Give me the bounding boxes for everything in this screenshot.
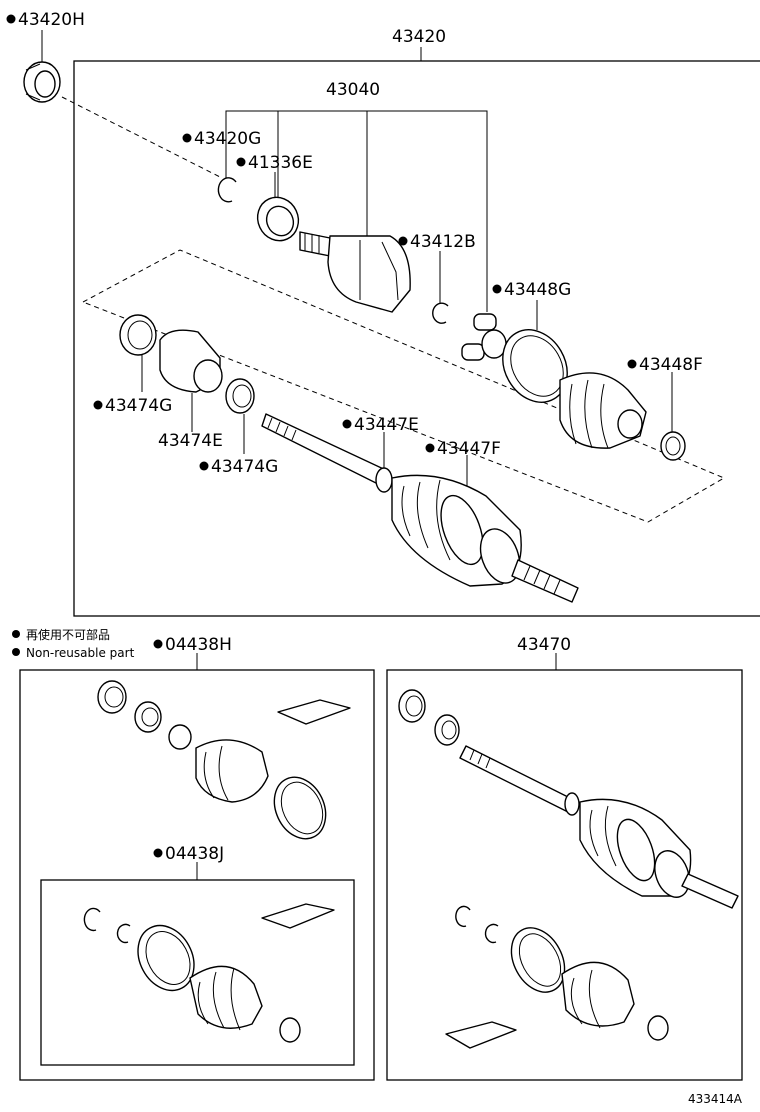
non-reusable-dot-icon [398,236,408,246]
label-43420G: 43420G [194,129,261,149]
label-43420H: 43420H [18,10,85,30]
assembly-43470-frame [386,669,743,1081]
non-reusable-dot-icon [236,157,246,167]
inboard-boot [559,372,647,449]
grease-pack-icon [277,699,351,725]
label-43470: 43470 [517,635,571,655]
kit-04438H-parts [97,680,351,840]
boot-kit-region [81,249,726,523]
label-43447F: 43447F [437,439,501,459]
damper-43474E [159,329,223,393]
clamp-43474G-b [225,378,255,414]
non-reusable-dot-icon [153,848,163,858]
label-43040: 43040 [326,80,380,100]
inboard-joint-housing [299,231,411,313]
assembly-43420-frame [73,60,760,617]
label-04438H: 04438H [165,635,232,655]
label-41336E: 41336E [248,153,313,173]
non-reusable-dot-icon [153,639,163,649]
boot-clamp-small [660,431,686,461]
label-04438J: 04438J [165,844,224,864]
label-43474E: 43474E [158,431,223,451]
assembly-43470-parts [398,689,739,1049]
label-43448G: 43448G [504,280,571,300]
legend-english: Non-reusable part [26,646,135,660]
non-reusable-dot-icon [12,648,20,656]
label-43474G-b: 43474G [211,457,278,477]
non-reusable-dot-icon [182,133,192,143]
kit-04438J-parts [83,903,335,1043]
label-43420: 43420 [392,27,446,47]
label-43447E: 43447E [354,415,419,435]
label-43448F: 43448F [639,355,703,375]
non-reusable-dot-icon [342,419,352,429]
leader-43420H-dashed [61,96,223,179]
diagram-code: 433414A [688,1092,743,1106]
dust-cover-43420H [23,61,61,103]
non-reusable-dot-icon [12,630,20,638]
boot-clamp-large [502,329,568,403]
leader-lines [41,30,673,880]
non-reusable-dot-icon [627,359,637,369]
grease-pack-icon [445,1021,517,1049]
snap-ring-43412B [432,302,449,324]
non-reusable-dot-icon [492,284,502,294]
non-reusable-dot-icon [6,14,16,24]
non-reusable-dot-icon [93,400,103,410]
tripod-joint [461,313,507,361]
label-43474G-a: 43474G [105,396,172,416]
snap-ring-43420G [217,177,237,203]
seal-ring-41336E [256,196,300,242]
clamp-43474G-a [119,314,157,356]
non-reusable-dot-icon [425,443,435,453]
legend-japanese: 再使用不可部品 [26,627,110,642]
non-reusable-dot-icon [199,461,209,471]
drive-shaft-outboard-joint [261,413,579,603]
label-43412B: 43412B [410,232,476,252]
grease-pack-icon [261,903,335,929]
